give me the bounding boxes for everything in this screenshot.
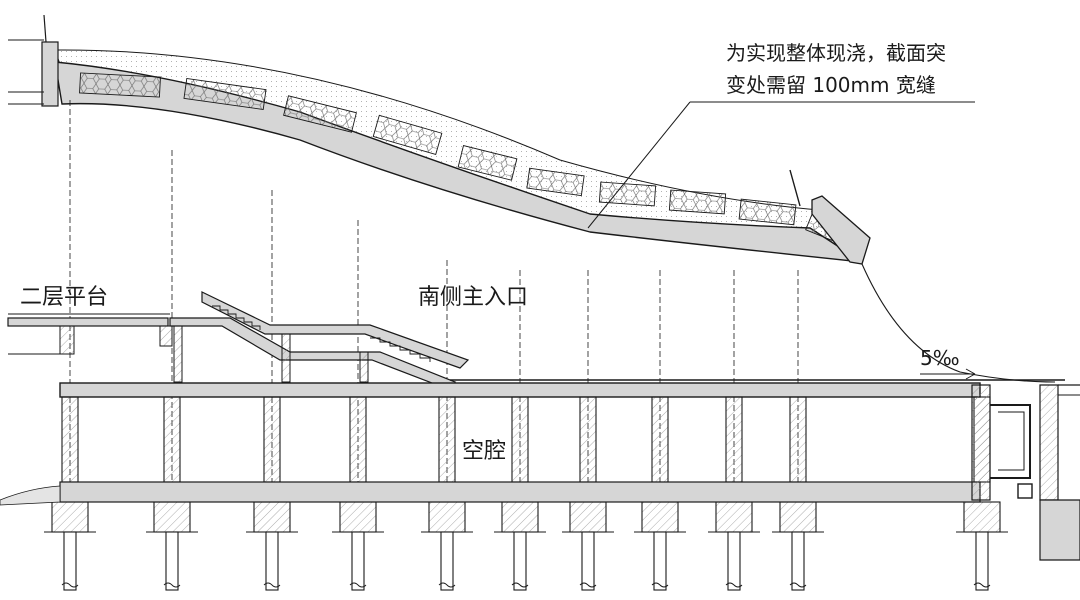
pier-footing (963, 501, 1001, 533)
roof-canopy (8, 14, 1056, 383)
pier (246, 396, 298, 591)
label-entrance: 南侧主入口 (418, 285, 528, 310)
pier-column (438, 396, 456, 483)
platform-structure (7, 291, 470, 389)
pier-column (789, 396, 807, 483)
pier (772, 396, 824, 591)
pier-footing (715, 501, 753, 533)
pier-break-mark (61, 582, 79, 588)
pier-pile (440, 531, 454, 591)
pier-column (61, 396, 79, 483)
pier-break-mark (651, 582, 669, 588)
pier-pile (351, 531, 365, 591)
pier-footing (253, 501, 291, 533)
pier-pile (727, 531, 741, 591)
pier-break-mark (579, 582, 597, 588)
pier-pile (975, 531, 989, 591)
right-retaining-structure (971, 384, 1080, 561)
pier-break-mark (163, 582, 181, 588)
pier-column (725, 396, 743, 483)
pier-break-mark (725, 582, 743, 588)
roof-insulation-panels (79, 72, 851, 246)
pier-break-mark (263, 582, 281, 588)
annotation-line-1: 为实现整体现浇，截面突 (726, 41, 946, 65)
pier-break-mark (973, 582, 991, 588)
pier (421, 396, 473, 591)
label-platform: 二层平台 (20, 285, 108, 310)
annotation-leader (587, 101, 975, 229)
pier-column (651, 396, 669, 483)
pier (562, 396, 614, 591)
pier-break-mark (438, 582, 456, 588)
pier-pile (581, 531, 595, 591)
pier-footing (779, 501, 817, 533)
pier-break-mark (349, 582, 367, 588)
pier (332, 396, 384, 591)
pier-pile (653, 531, 667, 591)
pier-footing (501, 501, 539, 533)
pier (708, 396, 760, 591)
pier-column (349, 396, 367, 483)
pier-pile (791, 531, 805, 591)
label-slope: 5‰ (920, 346, 960, 370)
pier-pile (63, 531, 77, 591)
pier-column (511, 396, 529, 483)
base-slab (0, 481, 981, 506)
pier-pile (265, 531, 279, 591)
pier-column (163, 396, 181, 483)
pier-column (579, 396, 597, 483)
pier-break-mark (789, 582, 807, 588)
pier (634, 396, 686, 591)
roof-left-parapet (41, 41, 59, 107)
pier-footing (569, 501, 607, 533)
ground-slab (59, 379, 1065, 398)
pier-footing (641, 501, 679, 533)
pier-column (263, 396, 281, 483)
pier-pile (513, 531, 527, 591)
pier (494, 396, 546, 591)
slope-arrow (920, 368, 976, 380)
pier-pile (165, 531, 179, 591)
pier-footing (428, 501, 466, 533)
pier-break-mark (511, 582, 529, 588)
piers-group (44, 396, 1008, 591)
pier-footing (51, 501, 89, 533)
pier-footing (339, 501, 377, 533)
annotation-line-2: 变处需留 100mm 宽缝 (726, 73, 936, 97)
label-cavity: 空腔 (462, 439, 506, 464)
pier-footing (153, 501, 191, 533)
pier (44, 396, 96, 591)
